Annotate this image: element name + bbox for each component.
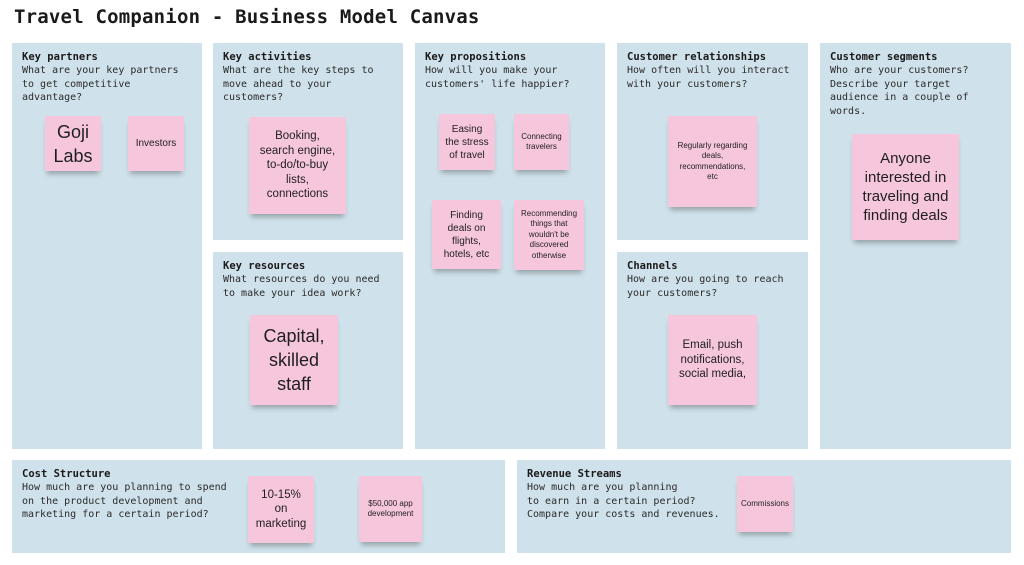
section-question: Who are your customers? Describe your ta… [830, 65, 969, 117]
sticky-note[interactable]: Finding deals on flights, hotels, etc [432, 200, 501, 269]
sticky-note[interactable]: Commissions [737, 476, 793, 532]
sticky-note[interactable]: Capital, skilled staff [250, 315, 338, 405]
sticky-note[interactable]: Booking, search engine, to-do/to-buy lis… [249, 117, 346, 214]
section-title: Cost Structure [22, 468, 111, 480]
sticky-note[interactable]: Recommending things that wouldn't be dis… [514, 200, 584, 270]
sticky-note[interactable]: Regularly regarding deals, recommendatio… [668, 116, 757, 207]
section-question: How will you make your customers' life h… [425, 65, 570, 90]
sticky-note[interactable]: Investors [128, 116, 184, 171]
section-title: Channels [627, 260, 678, 272]
sticky-note[interactable]: 10-15% on marketing [248, 476, 314, 543]
sticky-note[interactable]: Anyone interested in traveling and findi… [852, 134, 959, 240]
section-question: What resources do you need to make your … [223, 274, 380, 299]
section-title: Key partners [22, 51, 98, 63]
section-question: What are the key steps to move ahead to … [223, 65, 374, 103]
section-title: Customer relationships [627, 51, 767, 63]
section-question: How much are you planning to spend on th… [22, 482, 227, 520]
sticky-note[interactable]: Connecting travelers [514, 114, 569, 170]
sticky-note[interactable]: Goji Labs [45, 116, 101, 171]
sticky-note[interactable]: Easing the stress of travel [439, 114, 495, 170]
section-key-partners: Key partners What are your key partners … [12, 43, 202, 449]
section-customer-segments: Customer segments Who are your customers… [820, 43, 1011, 449]
section-question: How are you going to reach your customer… [627, 274, 784, 299]
section-question: How much are you planning to earn in a c… [527, 482, 720, 520]
sticky-note[interactable]: Email, push notifications, social media, [668, 315, 757, 405]
section-question: What are your key partners to get compet… [22, 65, 179, 103]
section-title: Key activities [223, 51, 312, 63]
section-question: How often will you interact with your cu… [627, 65, 790, 90]
section-title: Key resources [223, 260, 306, 272]
sticky-note[interactable]: $50,000 app development [359, 476, 422, 542]
section-title: Revenue Streams [527, 468, 622, 480]
canvas-title: Travel Companion - Business Model Canvas [14, 6, 480, 28]
section-title: Key propositions [425, 51, 527, 63]
section-title: Customer segments [830, 51, 938, 63]
